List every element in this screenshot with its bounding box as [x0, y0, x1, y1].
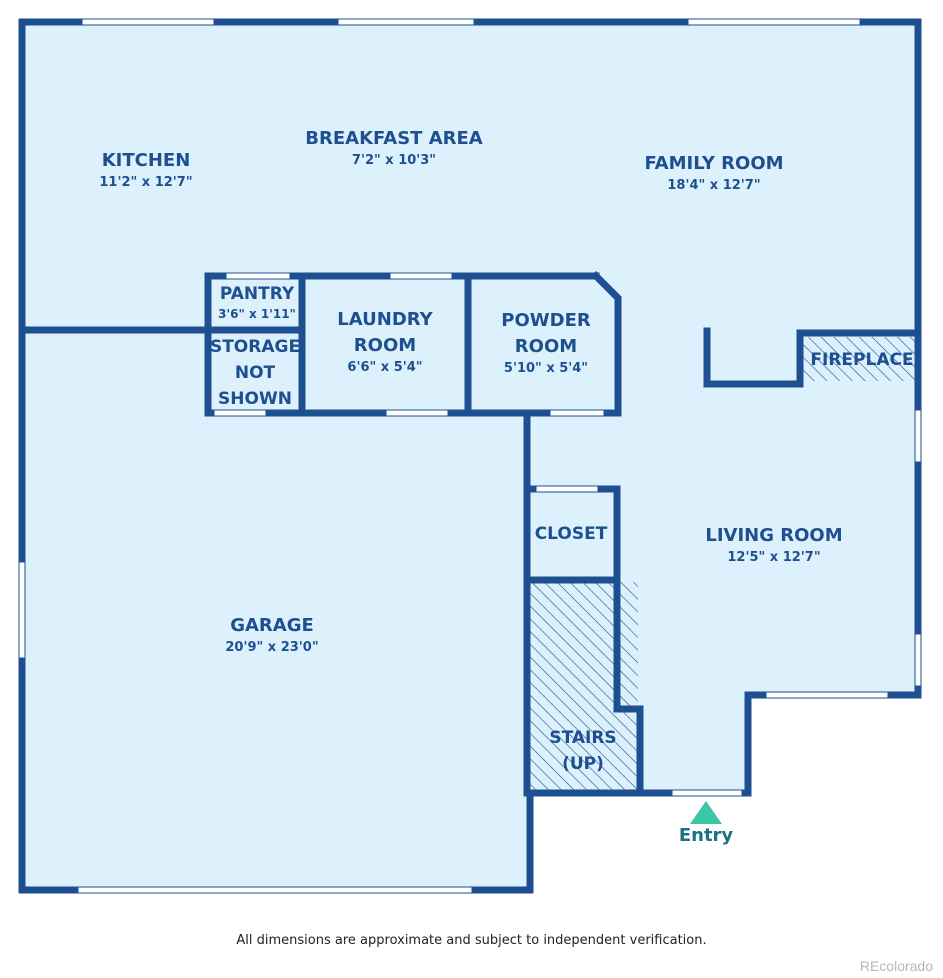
- fireplace-label: FIREPLACE: [810, 347, 913, 373]
- pantry-name: PANTRY: [219, 284, 295, 304]
- family-room-name: FAMILY ROOM: [644, 153, 784, 174]
- storage-line1: STORAGE: [209, 337, 301, 357]
- pantry-dimensions: 3'6" x 1'11": [218, 307, 296, 321]
- closet-label: CLOSET: [535, 521, 608, 547]
- stairs-label: STAIRS (UP): [549, 725, 616, 777]
- family-room-label: FAMILY ROOM 18'4" x 12'7": [644, 151, 783, 195]
- family-room-dimensions: 18'4" x 12'7": [667, 178, 761, 193]
- disclaimer-text: All dimensions are approximate and subje…: [236, 933, 707, 948]
- living-room-name: LIVING ROOM: [705, 525, 843, 546]
- kitchen-dimensions: 11'2" x 12'7": [99, 175, 193, 190]
- pantry-label: PANTRY 3'6" x 1'11": [218, 281, 296, 321]
- stairs-line1: STAIRS: [549, 728, 617, 748]
- storage-label: STORAGE NOT SHOWN: [210, 334, 300, 412]
- living-room-label: LIVING ROOM 12'5" x 12'7": [705, 523, 842, 567]
- breakfast-area-dimensions: 7'2" x 10'3": [351, 153, 437, 168]
- breakfast-area-label: BREAKFAST AREA 7'2" x 10'3": [305, 126, 482, 170]
- storage-line2: NOT: [234, 363, 276, 383]
- fireplace-hearth: [802, 337, 916, 381]
- floor-area: [22, 22, 918, 890]
- storage-line3: SHOWN: [218, 389, 292, 409]
- brand-watermark: REcolorado: [859, 958, 933, 974]
- fireplace-name: FIREPLACE: [810, 350, 914, 370]
- garage-name: GARAGE: [230, 615, 314, 636]
- living-room-dimensions: 12'5" x 12'7": [727, 550, 821, 565]
- laundry-room-dimensions: 6'6" x 5'4": [347, 360, 423, 375]
- garage-dimensions: 20'9" x 23'0": [225, 640, 319, 655]
- kitchen-name: KITCHEN: [101, 150, 191, 171]
- kitchen-label: KITCHEN 11'2" x 12'7": [99, 148, 192, 192]
- powder-room-dimensions: 5'10" x 5'4": [503, 361, 589, 376]
- laundry-room-line2: ROOM: [353, 335, 417, 356]
- entry-arrow-icon: [690, 801, 722, 824]
- breakfast-area-name: BREAKFAST AREA: [305, 128, 483, 149]
- windows: [18, 18, 922, 894]
- closet-name: CLOSET: [534, 524, 608, 544]
- powder-room-line2: ROOM: [514, 336, 578, 357]
- stairs-line2: (UP): [562, 754, 604, 774]
- laundry-room-line1: LAUNDRY: [337, 309, 433, 330]
- powder-room-line1: POWDER: [501, 310, 591, 331]
- laundry-room-label: LAUNDRY ROOM 6'6" x 5'4": [337, 307, 432, 377]
- powder-room-label: POWDER ROOM 5'10" x 5'4": [501, 308, 590, 378]
- garage-label: GARAGE 20'9" x 23'0": [225, 613, 318, 657]
- entry-label: Entry: [678, 825, 734, 846]
